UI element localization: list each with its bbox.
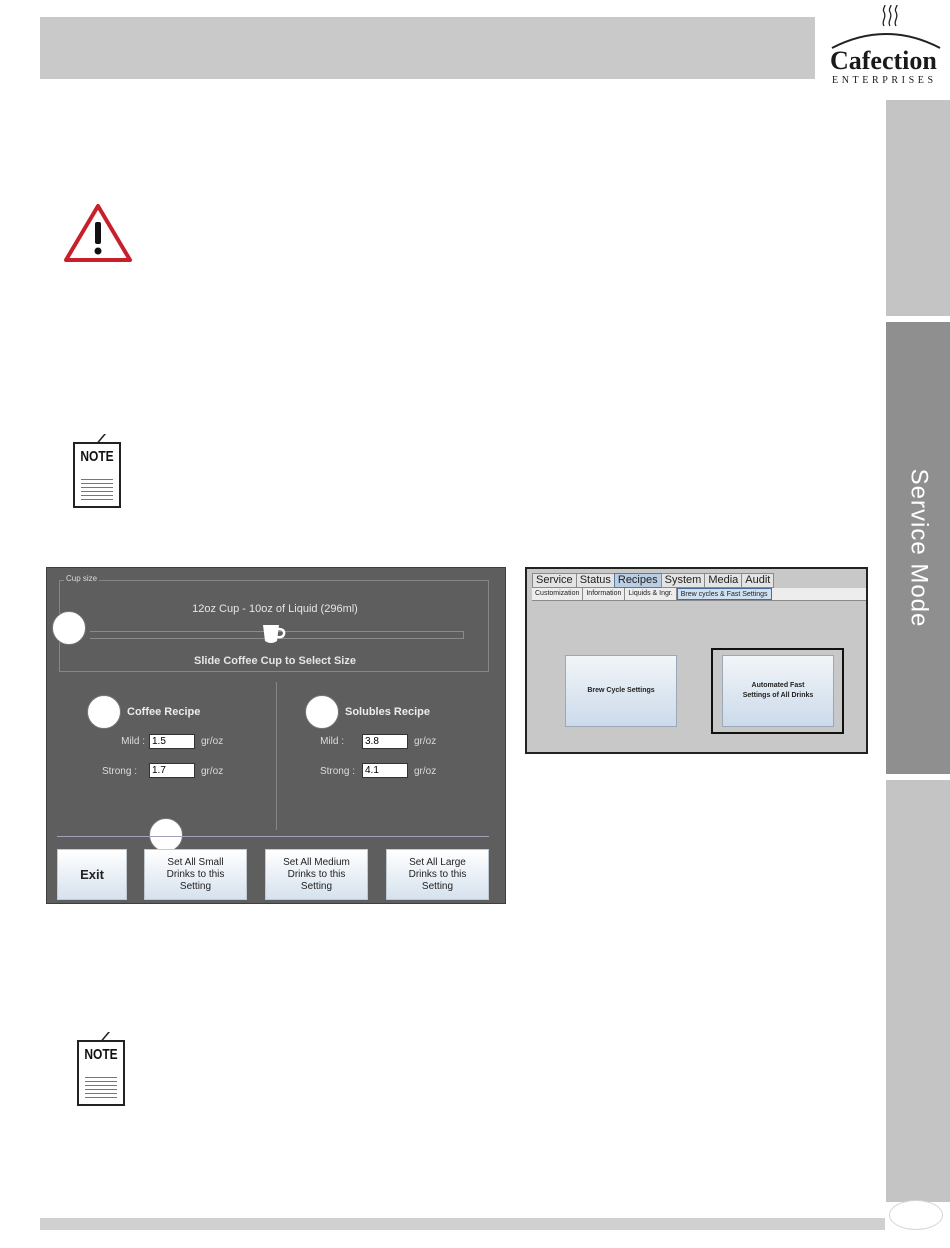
cafection-logo: Cafection ENTERPRISES [824, 4, 948, 88]
set-all-small-button[interactable]: Set All Small Drinks to this Setting [144, 849, 247, 900]
logo-subtitle: ENTERPRISES [832, 75, 937, 86]
side-tab-label: Service Mode [905, 468, 933, 628]
coffee-mild-input[interactable] [149, 734, 195, 749]
sub-tab-brew-cycles[interactable]: Brew cycles & Fast Settings [676, 588, 772, 600]
sub-tab-customization[interactable]: Customization [532, 588, 584, 600]
warning-triangle-icon [64, 204, 132, 262]
recipe-divider [276, 682, 277, 830]
page-number-oval [889, 1200, 943, 1230]
side-tab-bottom [886, 780, 950, 1202]
sub-tab-liquids[interactable]: Liquids & Ingr. [625, 588, 677, 600]
brew-cycle-settings-button[interactable]: Brew Cycle Settings [565, 655, 677, 727]
tab-status[interactable]: Status [575, 573, 615, 588]
side-tab-label-wrap: Service Mode [886, 322, 950, 774]
note-word: NOTE [80, 448, 114, 465]
tab-system[interactable]: System [660, 573, 706, 588]
steam-icon [882, 4, 898, 27]
callout-circle [87, 695, 121, 729]
coffee-strong-input[interactable] [149, 763, 195, 778]
solubles-mild-input[interactable] [362, 734, 408, 749]
cup-size-group-label: Cup size [64, 574, 100, 583]
set-all-large-button[interactable]: Set All Large Drinks to this Setting [386, 849, 489, 900]
header-bar [40, 17, 815, 79]
solubles-strong-unit: gr/oz [414, 766, 437, 777]
solubles-strong-input[interactable] [362, 763, 408, 778]
note-lines [85, 1074, 117, 1098]
tab-audit[interactable]: Audit [741, 573, 775, 588]
coffee-mild-unit: gr/oz [201, 736, 224, 747]
side-tab-top [886, 100, 950, 316]
footer-bar [40, 1218, 885, 1230]
exit-button[interactable]: Exit [57, 849, 127, 900]
button-divider [57, 836, 489, 837]
set-all-medium-button[interactable]: Set All Medium Drinks to this Setting [265, 849, 368, 900]
coffee-mild-label: Mild : [121, 736, 145, 747]
callout-circle [149, 818, 183, 852]
coffee-strong-label: Strong : [101, 766, 137, 777]
cup-size-text: 12oz Cup - 10oz of Liquid (296ml) [192, 603, 358, 615]
sub-tab-information[interactable]: Information [583, 588, 626, 600]
solubles-strong-label: Strong : [319, 766, 355, 777]
tab-media[interactable]: Media [704, 573, 743, 588]
logo-name: Cafection [830, 46, 937, 75]
slider-hint: Slide Coffee Cup to Select Size [194, 655, 356, 667]
note-icon: NOTE [73, 434, 123, 510]
solubles-mild-unit: gr/oz [414, 736, 437, 747]
highlight-box [711, 648, 844, 734]
main-tab-row: Service Status Recipes System Media Audi… [532, 573, 775, 588]
cup-size-group: Cup size 12oz Cup - 10oz of Liquid (296m… [59, 574, 489, 672]
side-tab-service-mode [886, 322, 950, 774]
callout-circle [305, 695, 339, 729]
tab-service[interactable]: Service [532, 573, 577, 588]
tab-recipes[interactable]: Recipes [613, 573, 662, 588]
recipes-screen: Service Status Recipes System Media Audi… [525, 567, 868, 754]
coffee-recipe-title: Coffee Recipe [127, 706, 201, 718]
sub-tab-row: Customization Information Liquids & Ingr… [532, 588, 866, 601]
note-word: NOTE [84, 1046, 118, 1063]
callout-circle [52, 611, 86, 645]
note-lines [81, 476, 113, 500]
coffee-strong-unit: gr/oz [201, 766, 224, 777]
logo-arc-icon [831, 33, 941, 49]
note-icon: NOTE [77, 1032, 127, 1108]
solubles-mild-label: Mild : [320, 736, 344, 747]
fast-settings-screen: Cup size 12oz Cup - 10oz of Liquid (296m… [46, 567, 506, 904]
automated-fast-settings-button[interactable]: Automated Fast Settings of All Drinks [722, 655, 834, 727]
coffee-cup-icon[interactable] [258, 622, 288, 646]
solubles-recipe-title: Solubles Recipe [345, 706, 430, 718]
